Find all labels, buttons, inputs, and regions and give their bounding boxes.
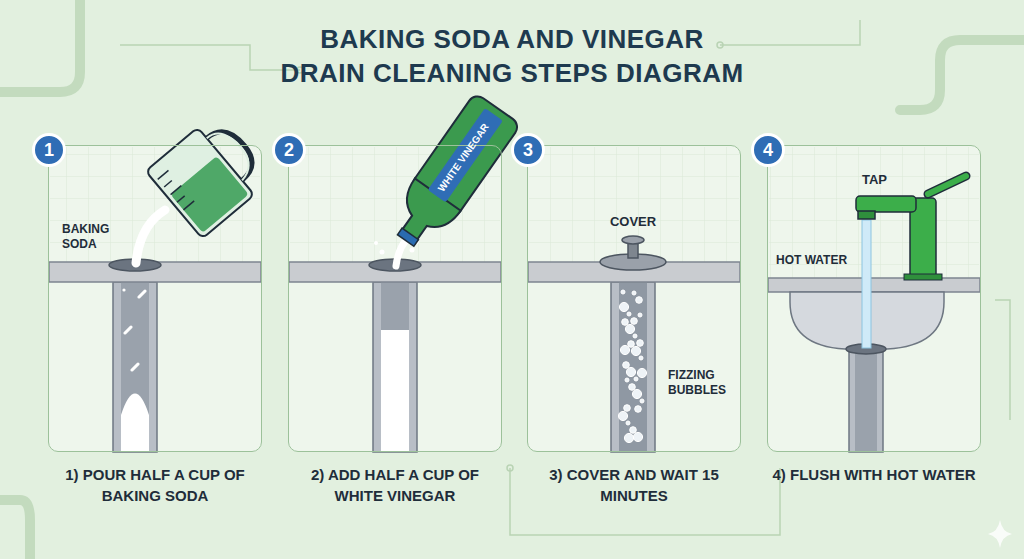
step-panel: 3) COVER AND WAIT 15 MINUTES3 <box>527 145 741 530</box>
diagram-title: BAKING SODA AND VINEGAR DRAIN CLEANING S… <box>212 22 812 90</box>
powder-speck <box>130 368 133 371</box>
step-number-text: 3 <box>523 140 533 161</box>
bubble <box>638 313 642 317</box>
bubble <box>634 377 638 381</box>
step-panel: 2) ADD HALF A CUP OF WHITE VINEGAR2 <box>288 145 502 530</box>
bubble <box>633 432 642 441</box>
illustration-label: COVER <box>610 214 656 229</box>
step-panel: 4) FLUSH WITH HOT WATER4 <box>767 145 981 530</box>
illustration-label: HOT WATER <box>776 253 847 268</box>
powder-speck <box>122 288 125 291</box>
bubble <box>620 345 629 354</box>
step-number-text: 1 <box>44 140 54 161</box>
bubble <box>625 378 629 382</box>
step-panel: 1) POUR HALF A CUP OF BAKING SODA1 <box>48 145 262 530</box>
bubble <box>621 290 625 294</box>
powder-speck <box>131 367 134 370</box>
step-number-text: 4 <box>763 140 773 161</box>
bubble <box>629 384 636 391</box>
bubble <box>626 421 630 425</box>
panel-frame <box>527 145 741 452</box>
bubble <box>632 389 641 398</box>
bubble <box>624 433 633 442</box>
bubble <box>623 362 630 369</box>
step-number: 4 <box>751 133 785 167</box>
watermark-sparkle <box>988 520 1012 548</box>
bubble <box>627 312 631 316</box>
bubble <box>630 427 637 434</box>
powder-speck <box>138 294 141 297</box>
step-caption: 1) POUR HALF A CUP OF BAKING SODA <box>48 464 262 506</box>
panel-frame <box>767 145 981 452</box>
bubble <box>636 297 643 304</box>
panel-frame <box>288 145 502 452</box>
bubble <box>639 356 643 360</box>
step-number: 3 <box>511 133 545 167</box>
bubble <box>631 318 638 325</box>
step3-illustration <box>528 236 740 452</box>
step-number: 2 <box>272 133 306 167</box>
step1-illustration <box>49 112 273 452</box>
bubble <box>625 324 634 333</box>
bubble <box>628 341 635 348</box>
bubble <box>631 346 640 355</box>
bubble <box>640 399 644 403</box>
illustration-label: WHITE VINEGAR <box>434 120 492 195</box>
step-caption: 3) COVER AND WAIT 15 MINUTES <box>527 464 741 506</box>
powder-speck <box>137 295 140 298</box>
illustration-label: BAKING SODA <box>62 222 134 252</box>
step-caption: 4) FLUSH WITH HOT WATER <box>767 464 981 485</box>
step-number: 1 <box>32 133 66 167</box>
step2-illustration <box>289 93 521 452</box>
bubble <box>622 319 629 326</box>
powder-speck <box>123 331 126 334</box>
panel-grounds <box>48 145 981 452</box>
bubble <box>624 405 631 412</box>
bubble <box>633 334 637 338</box>
step-caption: 2) ADD HALF A CUP OF WHITE VINEGAR <box>288 464 502 506</box>
bubble <box>632 291 636 295</box>
bubble <box>619 302 628 311</box>
bubble <box>618 411 627 420</box>
powder-speck <box>124 330 127 333</box>
bubble <box>637 368 646 377</box>
step-number-text: 2 <box>284 140 294 161</box>
bubble <box>635 406 642 413</box>
step4-illustration <box>768 176 980 452</box>
illustration-label: TAP <box>862 172 887 187</box>
panel-frame <box>48 145 262 452</box>
bubble <box>626 367 635 376</box>
illustration-label: FIZZING BUBBLES <box>668 368 738 398</box>
bubble <box>637 340 644 347</box>
